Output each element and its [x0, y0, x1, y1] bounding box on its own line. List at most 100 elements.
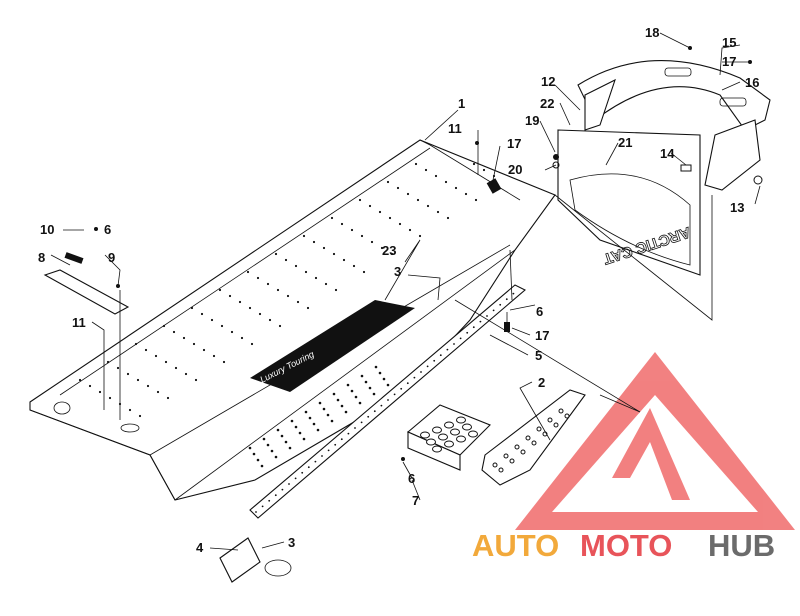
callout-11-left: 11 — [72, 315, 86, 330]
watermark-hub: HUB — [708, 528, 775, 563]
callout-12: 12 — [541, 74, 555, 89]
panel-hole — [128, 408, 132, 412]
panel-hole — [336, 398, 340, 402]
step-hole — [432, 426, 442, 434]
watermark-auto: AUTO — [472, 528, 559, 563]
panel-hole — [364, 380, 368, 384]
rail-hole — [466, 331, 469, 334]
callout-20: 20 — [508, 162, 522, 177]
callout-22: 22 — [540, 96, 554, 111]
step-hole — [456, 435, 466, 443]
panel-hole — [374, 365, 378, 369]
panel-hole — [284, 440, 288, 444]
callout-3-lower: 3 — [288, 535, 295, 550]
panel-hole — [304, 410, 308, 414]
panel-hole — [302, 234, 306, 238]
panel-hole — [162, 324, 166, 328]
panel-hole — [340, 404, 344, 408]
callout-5: 5 — [535, 348, 542, 363]
rail-hole — [334, 443, 337, 446]
panel-hole — [312, 240, 316, 244]
panel-hole — [388, 216, 392, 220]
rail-hole — [314, 460, 317, 463]
panel-hole — [386, 383, 390, 387]
side-bracket — [43, 252, 130, 315]
panel-hole — [172, 330, 176, 334]
rail-hole — [281, 488, 284, 491]
panel-hole — [126, 372, 130, 376]
step-hole — [420, 431, 430, 439]
panel-hole — [106, 360, 110, 364]
watermark-logo — [515, 352, 795, 530]
step-hole — [438, 433, 448, 441]
panel-hole — [350, 228, 354, 232]
panel-hole — [352, 264, 356, 268]
panel-hole — [288, 446, 292, 450]
step-hole — [462, 423, 472, 431]
panel-hole — [190, 306, 194, 310]
rail-hole — [439, 354, 442, 357]
callout-18: 18 — [645, 25, 659, 40]
panel-hole — [262, 437, 266, 441]
panel-hole — [266, 443, 270, 447]
panel-hole — [318, 401, 322, 405]
bracket-hole — [553, 422, 559, 428]
panel-hole — [296, 300, 300, 304]
panel-hole — [274, 455, 278, 459]
panel-hole — [332, 252, 336, 256]
bracket-hole — [509, 458, 515, 464]
panel-hole — [164, 360, 168, 364]
panel-hole — [368, 204, 372, 208]
panel-hole — [228, 294, 232, 298]
panel-hole — [278, 324, 282, 328]
panel-hole — [260, 464, 264, 468]
callout-19: 19 — [525, 113, 539, 128]
callout-8: 8 — [38, 250, 45, 265]
bracket-hole — [536, 426, 542, 432]
callout-17-bumper: 17 — [722, 54, 736, 69]
panel-hole — [306, 306, 310, 310]
rail-hole — [340, 438, 343, 441]
bracket-hole — [564, 413, 570, 419]
step-hole — [426, 438, 436, 446]
callout-13: 13 — [730, 200, 744, 215]
panel-hole — [446, 216, 450, 220]
panel-hole — [386, 180, 390, 184]
step-hole — [432, 445, 442, 453]
panel-hole — [472, 162, 476, 166]
step-hole — [456, 416, 466, 424]
panel-hole — [326, 413, 330, 417]
panel-hole — [322, 407, 326, 411]
panel-hole — [144, 348, 148, 352]
step-hole — [468, 430, 478, 438]
panel-hole — [222, 360, 226, 364]
panel-hole — [276, 288, 280, 292]
callout-6-bracket: 6 — [104, 222, 111, 237]
rail-hole — [459, 337, 462, 340]
panel-hole — [360, 374, 364, 378]
rail-hole — [327, 449, 330, 452]
panel-hole — [416, 198, 420, 202]
panel-hole — [482, 168, 486, 172]
bracket-hole — [525, 435, 531, 441]
bracket-hole — [492, 462, 498, 468]
callout-6-rail: 6 — [536, 304, 543, 319]
panel-hole — [290, 419, 294, 423]
panel-hole — [346, 383, 350, 387]
callout-4: 4 — [196, 540, 204, 555]
bracket-hole — [514, 444, 520, 450]
leader-lines — [50, 32, 761, 551]
rail-hole — [492, 309, 495, 312]
panel-hole — [192, 342, 196, 346]
panel-hole — [344, 410, 348, 414]
rear-bumper — [577, 60, 771, 191]
panel-hole — [276, 428, 280, 432]
panel-hole — [398, 222, 402, 226]
rail-hole — [393, 393, 396, 396]
callout-14: 14 — [660, 146, 675, 161]
panel-hole — [330, 419, 334, 423]
rail-hole — [347, 432, 350, 435]
panel-hole — [138, 414, 142, 418]
